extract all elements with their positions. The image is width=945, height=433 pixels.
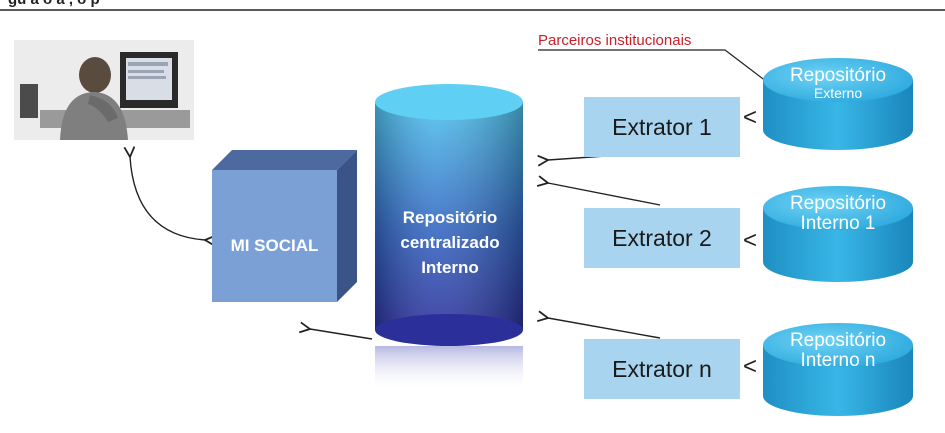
chevron-left-icon: < xyxy=(743,227,758,254)
central-repository-cylinder xyxy=(375,84,523,392)
repository-disk-3 xyxy=(763,323,913,416)
figure-title: gu a o a , o p xyxy=(8,0,100,8)
repository-1-line-1: Repositório xyxy=(789,65,887,86)
extractor-n-label: Extrator n xyxy=(612,355,712,382)
mi-social-box xyxy=(212,150,357,302)
partners-leader-line xyxy=(538,49,776,89)
repository-disk-2 xyxy=(763,186,913,282)
central-repository-label: Repositório centralizado Interno xyxy=(380,205,520,280)
chevron-left-icon: < xyxy=(743,104,758,131)
repository-1-line-2: Externo xyxy=(813,84,863,101)
extractor-1-box: Extrator 1 xyxy=(584,97,740,157)
repository-disk-1 xyxy=(763,58,913,150)
repository-3-line-2: Interno n xyxy=(800,349,876,371)
central-to-mi-arrow xyxy=(310,329,373,340)
extractor-2-arrow xyxy=(548,183,661,206)
extractor-1-label: Extrator 1 xyxy=(612,113,712,140)
central-label-line-2: centralizado xyxy=(400,233,500,252)
central-label-line-1: Repositório xyxy=(402,208,498,227)
partners-label: Parceiros institucionais xyxy=(538,32,692,49)
extractor-n-arrow xyxy=(548,318,661,339)
user-at-computer-icon xyxy=(14,40,194,140)
repository-2-line-1: Repositório xyxy=(789,193,887,214)
extractor-2-label: Extrator 2 xyxy=(612,224,712,251)
repository-2-label: Repositório Interno 1 xyxy=(768,194,908,234)
repository-3-line-1: Repositório xyxy=(789,330,887,351)
central-label-line-3: Interno xyxy=(421,258,479,277)
user-mi-social-arrow xyxy=(130,157,205,240)
repository-1-label: Repositório Externo xyxy=(768,66,908,101)
repository-2-line-2: Interno 1 xyxy=(800,212,876,234)
extractor-n-box: Extrator n xyxy=(584,339,740,399)
extractor-2-box: Extrator 2 xyxy=(584,208,740,268)
header-rule xyxy=(0,9,945,11)
repository-3-label: Repositório Interno n xyxy=(768,331,908,371)
chevron-left-icon: < xyxy=(743,353,758,380)
mi-social-label: MI SOCIAL xyxy=(230,236,319,255)
